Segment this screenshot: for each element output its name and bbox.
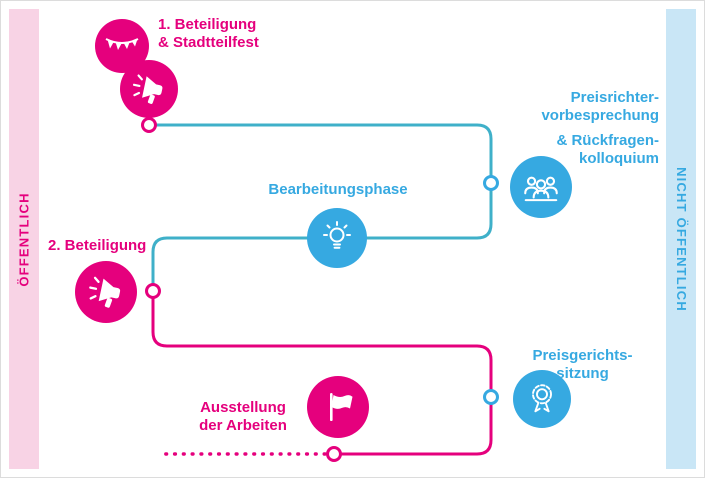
participation1-label: 1. Beteiligung & Stadtteilfest xyxy=(158,16,259,52)
exhibition-node xyxy=(307,376,369,438)
jury-briefing-node xyxy=(510,156,572,218)
lightbulb-icon xyxy=(323,221,351,249)
milestone-marker-jury-session xyxy=(483,389,499,405)
award-icon xyxy=(532,384,552,413)
milestone-marker-participation1 xyxy=(141,117,157,133)
public-band-label: ÖFFENTLICH xyxy=(16,191,32,287)
label-line: der Arbeiten xyxy=(199,417,287,434)
exhibition-label: Ausstellung der Arbeiten xyxy=(183,399,303,435)
label-line: & Stadtteilfest xyxy=(158,34,259,51)
milestone-marker-jury-briefing xyxy=(483,175,499,191)
work-phase-label: Bearbeitungsphase xyxy=(238,181,438,199)
work-phase-node xyxy=(307,208,367,268)
milestone-marker-exhibition xyxy=(326,446,342,462)
megaphone-icon xyxy=(89,276,121,308)
public-band: ÖFFENTLICH xyxy=(9,9,39,469)
label-line: 2. Beteiligung xyxy=(48,237,147,254)
label-line: sitzung xyxy=(556,365,609,382)
jury-session-node xyxy=(513,370,571,428)
milestone-marker-participation2 xyxy=(145,283,161,299)
non-public-band: NICHT ÖFFENTLICH xyxy=(666,9,696,469)
participation2-node xyxy=(75,261,137,323)
flow-path-participation2-to-exhibition xyxy=(151,291,493,456)
label-line: Ausstellung xyxy=(200,399,286,416)
jury-briefing-label: Preisrichter- vorbesprechung & Rückfrage… xyxy=(541,89,659,168)
participation1-node xyxy=(120,60,178,118)
non-public-band-label: NICHT ÖFFENTLICH xyxy=(673,166,689,312)
label-line: kolloquium xyxy=(579,150,659,167)
label-line: vorbesprechung xyxy=(541,107,659,124)
people-icon xyxy=(524,176,558,202)
label-line: 1. Beteiligung xyxy=(158,16,257,33)
participation2-label: 2. Beteiligung xyxy=(48,237,146,255)
megaphone-icon xyxy=(132,74,163,104)
label-line: Preisrichter- xyxy=(570,89,659,106)
jury-session-label: Preisgerichts- sitzung xyxy=(520,347,645,383)
flow-path-public-to-jury xyxy=(149,123,493,291)
bunting-icon xyxy=(105,38,139,50)
label-line: & Rückfragen- xyxy=(556,132,659,149)
flag-icon xyxy=(330,393,353,421)
label-line: Preisgerichts- xyxy=(532,347,633,364)
label-line: Bearbeitungsphase xyxy=(268,181,408,198)
